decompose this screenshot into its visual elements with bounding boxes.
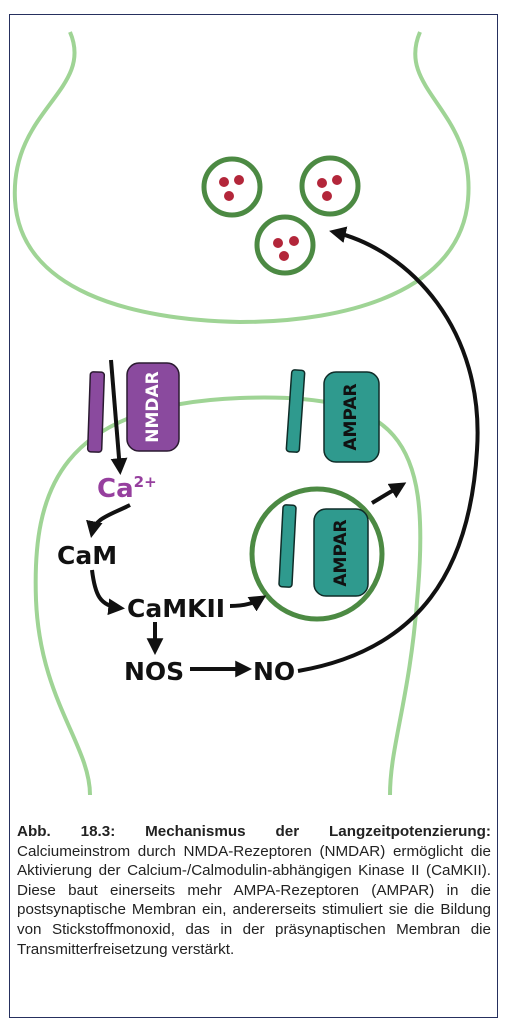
cam-to-camkii-arrow: [90, 569, 126, 616]
cam-label: CaM: [57, 541, 117, 570]
presynaptic-membrane: [12, 31, 471, 325]
ampar-label: AMPAR: [341, 383, 361, 450]
ca-influx-arrow: [109, 359, 128, 476]
nmdar-receptor: NMDAR: [86, 362, 180, 453]
ca-charge: 2+: [134, 473, 157, 491]
vesicle: [254, 214, 316, 276]
nos-label: NOS: [124, 657, 184, 686]
ampar-vesicle-label: AMPAR: [331, 519, 351, 586]
postsynaptic-membrane: [33, 395, 423, 796]
ampar-receptor: AMPAR: [285, 369, 380, 463]
vesicle: [201, 156, 263, 218]
figure-caption: Abb. 18.3: Mechanismus der Langzeitpoten…: [17, 822, 491, 959]
nmdar-label: NMDAR: [143, 371, 163, 443]
ca-label: Ca2+: [97, 473, 157, 504]
no-label: NO: [253, 657, 295, 686]
camkii-to-vesicle-arrow: [229, 595, 267, 612]
camkii-label: CaMKII: [127, 594, 225, 623]
vesicle-insertion-arrow: [370, 482, 407, 505]
caption-body: Calciumeinstrom durch NMDA-Rezeptoren (N…: [17, 842, 491, 958]
ltp-diagram: NMDAR AMPAR AMPAR Ca2+ CaM CaMKII NOS NO: [12, 31, 480, 796]
vesicle: [299, 155, 361, 217]
ca-to-cam-arrow: [86, 503, 131, 538]
no-retrograde-arrow: [297, 226, 480, 673]
caption-title: Abb. 18.3: Mechanismus der Langzeitpoten…: [17, 823, 491, 840]
ampar-vesicle: AMPAR: [249, 486, 385, 622]
